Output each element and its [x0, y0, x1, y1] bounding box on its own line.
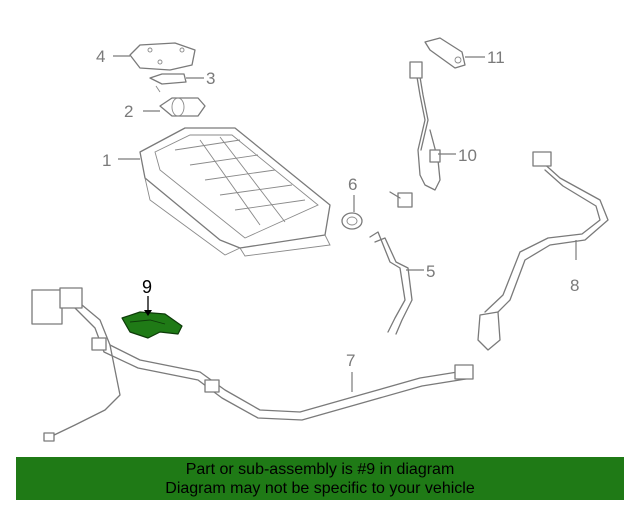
- callout-3: 3: [206, 69, 215, 88]
- part-1-battery-tray: [139, 127, 331, 257]
- part-8-cable: [477, 151, 609, 351]
- callout-1: 1: [102, 151, 111, 170]
- part-7-main-harness: [31, 287, 474, 442]
- part-10-harness: [389, 61, 441, 208]
- parts-diagram: 4 3 2 1 11: [31, 37, 609, 442]
- callout-7: 7: [346, 351, 355, 370]
- callout-11: 11: [487, 48, 505, 67]
- callout-4: 4: [96, 47, 105, 66]
- part-6-grommet: [341, 212, 363, 230]
- callout-2: 2: [124, 102, 133, 121]
- part-3-bolt: [149, 73, 187, 93]
- callout-9-arrowhead: [144, 310, 152, 316]
- callout-9: 9: [142, 277, 152, 297]
- callout-5: 5: [426, 262, 435, 281]
- banner-line-1: Part or sub-assembly is #9 in diagram: [185, 461, 455, 478]
- part-9-bracket-highlighted[interactable]: [121, 311, 183, 339]
- part-2-cylinder: [159, 97, 206, 117]
- callout-6: 6: [348, 175, 357, 194]
- part-4-top-plate: [129, 42, 196, 71]
- part-5-tube: [369, 231, 413, 335]
- callout-10: 10: [458, 146, 477, 165]
- callout-8: 8: [570, 276, 579, 295]
- part-11-clip: [424, 37, 466, 69]
- info-banner: Part or sub-assembly is #9 in diagram Di…: [16, 457, 624, 500]
- banner-line-2: Diagram may not be specific to your vehi…: [165, 480, 475, 497]
